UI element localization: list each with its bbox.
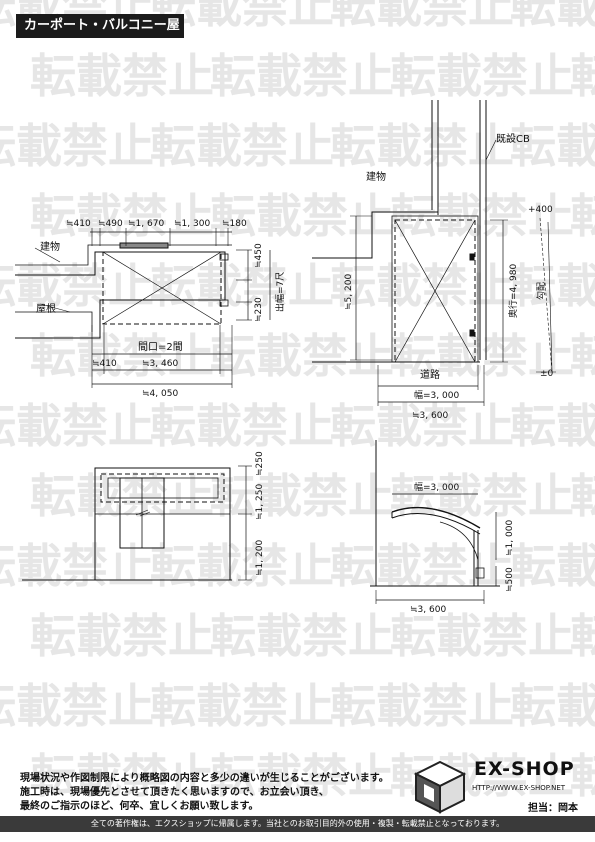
side-width: 幅=3, 000: [414, 389, 459, 401]
cube-logo-icon: [413, 760, 467, 814]
brand-name: EX-SHOP: [474, 758, 575, 780]
slope-zero: ±0: [540, 369, 554, 379]
side-building-label: 建物: [366, 170, 386, 183]
plan-building-wall: [15, 251, 226, 339]
plan-dim-4050: ≒4, 050: [142, 389, 178, 399]
side-plan-carport: [394, 219, 476, 363]
slope-plus400: +400: [528, 205, 553, 215]
front-dim-1200: ≒1, 200: [255, 540, 265, 576]
side-plan-view: [312, 100, 556, 406]
note-line: 最終のご指示のほど、何卒、宜しくお願い致します。: [20, 801, 259, 812]
plan-roof-label: 屋根: [36, 302, 56, 315]
note-line: 施工時は、現場優先とさせて頂きたく思いますので、お立会い頂き、: [20, 787, 329, 798]
site-notes: 現場状況や作図制限により概略図の内容と多少の違いが生じることがございます。 施工…: [20, 772, 410, 814]
side-elevation: [370, 440, 500, 604]
copyright-footer: 全ての著作権は、エクスショップに帰属します。当社とのお取引目的外の使用・複製・転…: [0, 816, 595, 832]
plan-frontage: 間口=2間: [138, 341, 183, 353]
side-roof-curve: [391, 506, 481, 529]
front-elevation: [22, 465, 252, 581]
plan-dim-b410: ≒410: [92, 359, 117, 369]
plan-dim-230: ≒230: [254, 297, 264, 322]
side-dim-5200: ≒5, 200: [344, 274, 354, 310]
plan-dim-450: ≒450: [254, 243, 264, 268]
plan-building-label: 建物: [40, 240, 60, 253]
front-elevation-labels: ≒1, 200 ≒1, 250 ≒250: [255, 451, 265, 576]
staff-label: 担当：岡本: [528, 803, 578, 814]
front-dim-250: ≒250: [255, 451, 265, 476]
plan-view: [15, 228, 271, 388]
plan-dim-490: ≒490: [98, 219, 123, 229]
note-line: 現場状況や作図制限により概略図の内容と多少の違いが生じることがございます。: [20, 773, 389, 784]
side-depth: 奥行=4, 980: [507, 264, 519, 318]
side-dim-3600: ≒3, 600: [412, 411, 448, 421]
plan-gutter: [119, 242, 169, 249]
plan-dim-410: ≒410: [66, 219, 91, 229]
slope-label: 勾配: [535, 282, 547, 300]
plan-roof-outline: [102, 251, 222, 325]
plan-dim-1300: ≒1, 300: [174, 219, 210, 229]
side-elevation-labels: 幅=3, 000 ≒1, 000 ≒500 ≒3, 600: [410, 481, 515, 615]
side-elev-1000: ≒1, 000: [505, 520, 515, 556]
road-label: 道路: [420, 368, 440, 381]
plan-dim-180: ≒180: [222, 219, 247, 229]
side-plan-labels: 既設CB 建物 ≒5, 200 奥行=4, 980 道路 幅=3, 000 ≒3…: [344, 132, 554, 421]
side-elev-3600: ≒3, 600: [410, 605, 446, 615]
plan-dim-1670: ≒1, 670: [128, 219, 164, 229]
front-dim-1250: ≒1, 250: [255, 484, 265, 520]
page-title: カーポート・バルコニー屋根: [16, 14, 184, 57]
plan-labels: 建物 屋根 ≒410 ≒490 ≒1, 670 ≒1, 300 ≒180 ≒45…: [36, 219, 286, 399]
ex-shop-logo: EX-SHOP HTTP://WWW.EX-SHOP.NET 担当：岡本: [412, 758, 588, 816]
front-building: [94, 467, 231, 581]
side-elev-500: ≒500: [505, 567, 515, 592]
brand-url: HTTP://WWW.EX-SHOP.NET: [472, 784, 566, 792]
existing-cb-label: 既設CB: [496, 132, 530, 145]
plan-projection: 出幅=7尺: [274, 272, 286, 312]
side-elev-width: 幅=3, 000: [414, 481, 459, 493]
plan-dim-3460: ≒3, 460: [142, 359, 178, 369]
